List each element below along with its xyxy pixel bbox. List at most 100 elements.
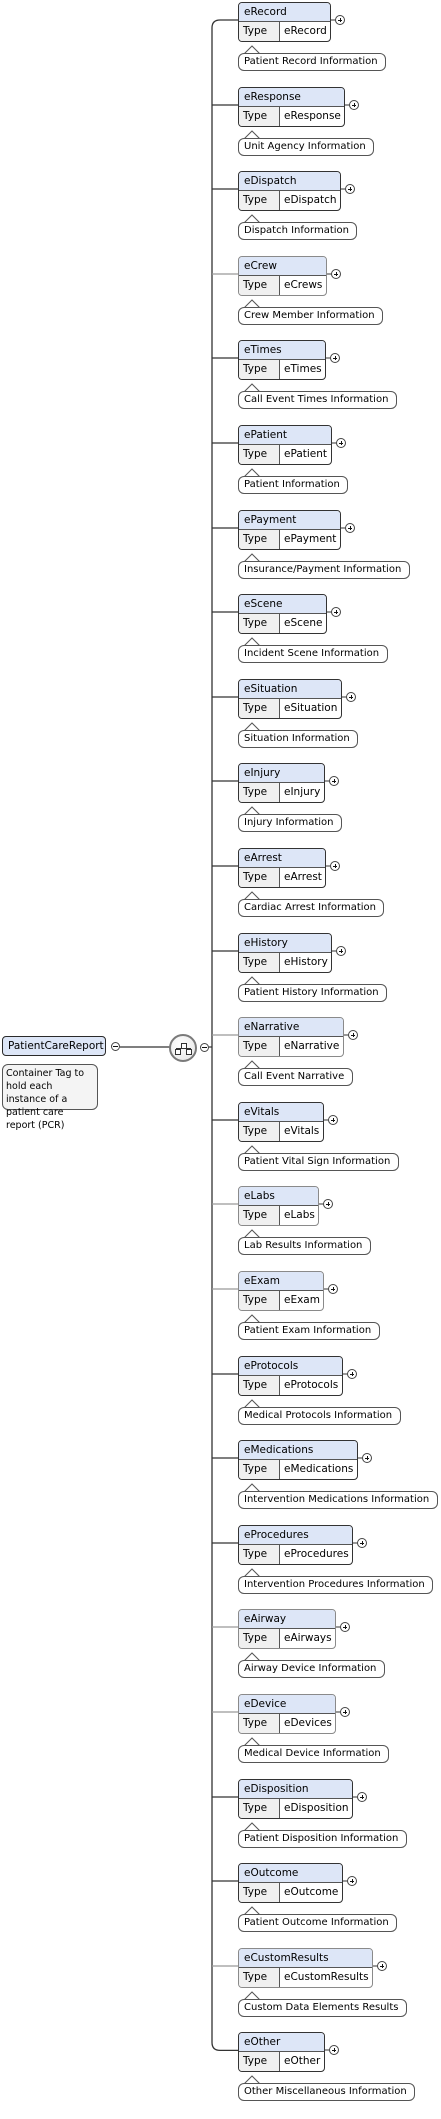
element-documentation: Intervention Medications Information bbox=[238, 1491, 438, 1509]
root-element-patientcarereport[interactable]: PatientCareReport bbox=[2, 1036, 106, 1056]
element-documentation: Patient History Information bbox=[238, 984, 387, 1002]
type-value: eMedications bbox=[279, 1460, 357, 1479]
expand-icon[interactable] bbox=[345, 184, 355, 194]
expand-icon[interactable] bbox=[345, 523, 355, 533]
type-value: eDispatch bbox=[279, 191, 340, 210]
type-value: eHistory bbox=[279, 953, 331, 972]
type-value: ePatient bbox=[279, 445, 331, 464]
type-value: eInjury bbox=[279, 783, 324, 802]
expand-icon[interactable] bbox=[328, 1115, 338, 1125]
type-value: eCustomResults bbox=[279, 1968, 372, 1987]
expand-icon[interactable] bbox=[329, 776, 339, 786]
element-name: ePatient bbox=[239, 426, 331, 445]
element-name: eSituation bbox=[239, 680, 341, 699]
expand-icon[interactable] bbox=[331, 269, 341, 279]
expand-icon[interactable] bbox=[347, 1369, 357, 1379]
element-documentation: Custom Data Elements Results bbox=[238, 1999, 407, 2017]
expand-icon[interactable] bbox=[377, 1961, 387, 1971]
type-value: eRecord bbox=[279, 22, 330, 41]
expand-icon[interactable] bbox=[346, 692, 356, 702]
type-value: eOutcome bbox=[279, 1883, 342, 1902]
element-documentation: Medical Protocols Information bbox=[238, 1407, 401, 1425]
type-value: eDisposition bbox=[279, 1799, 352, 1818]
root-collapse-icon[interactable] bbox=[111, 1042, 120, 1051]
expand-icon[interactable] bbox=[348, 1030, 358, 1040]
type-label: Type bbox=[239, 1799, 279, 1818]
expand-icon[interactable] bbox=[336, 946, 346, 956]
expand-icon[interactable] bbox=[331, 607, 341, 617]
element-name: eRecord bbox=[239, 3, 330, 22]
element-name: eDisposition bbox=[239, 1780, 352, 1799]
element-name: eDevice bbox=[239, 1695, 335, 1714]
type-value: eCrews bbox=[279, 276, 326, 295]
expand-icon[interactable] bbox=[330, 353, 340, 363]
expand-icon[interactable] bbox=[340, 1622, 350, 1632]
element-documentation: Insurance/Payment Information bbox=[238, 561, 410, 579]
element-documentation: Situation Information bbox=[238, 730, 358, 748]
element-documentation: Patient Information bbox=[238, 476, 348, 494]
type-label: Type bbox=[239, 783, 279, 802]
element-name: eMedications bbox=[239, 1441, 357, 1460]
element-name: eInjury bbox=[239, 764, 324, 783]
type-label: Type bbox=[239, 22, 279, 41]
expand-icon[interactable] bbox=[357, 1792, 367, 1802]
type-label: Type bbox=[239, 699, 279, 718]
expand-icon[interactable] bbox=[328, 1284, 338, 1294]
expand-icon[interactable] bbox=[362, 1453, 372, 1463]
element-documentation: Unit Agency Information bbox=[238, 138, 374, 156]
type-value: eNarrative bbox=[279, 1037, 343, 1056]
expand-icon[interactable] bbox=[323, 1199, 333, 1209]
expand-icon[interactable] bbox=[349, 100, 359, 110]
element-name: eCrew bbox=[239, 257, 326, 276]
expand-icon[interactable] bbox=[347, 1876, 357, 1886]
expand-icon[interactable] bbox=[335, 15, 345, 25]
element-documentation: Patient Record Information bbox=[238, 53, 386, 71]
expand-icon[interactable] bbox=[330, 861, 340, 871]
expand-icon[interactable] bbox=[357, 1538, 367, 1548]
element-name: eTimes bbox=[239, 341, 325, 360]
element-name: eHistory bbox=[239, 934, 331, 953]
expand-icon[interactable] bbox=[329, 2045, 339, 2055]
expand-icon[interactable] bbox=[340, 1707, 350, 1717]
expand-icon[interactable] bbox=[336, 438, 346, 448]
sequence-collapse-icon[interactable] bbox=[200, 1043, 209, 1052]
element-documentation: Patient Vital Sign Information bbox=[238, 1153, 399, 1171]
element-name: eAirway bbox=[239, 1610, 335, 1629]
element-documentation: Lab Results Information bbox=[238, 1237, 371, 1255]
